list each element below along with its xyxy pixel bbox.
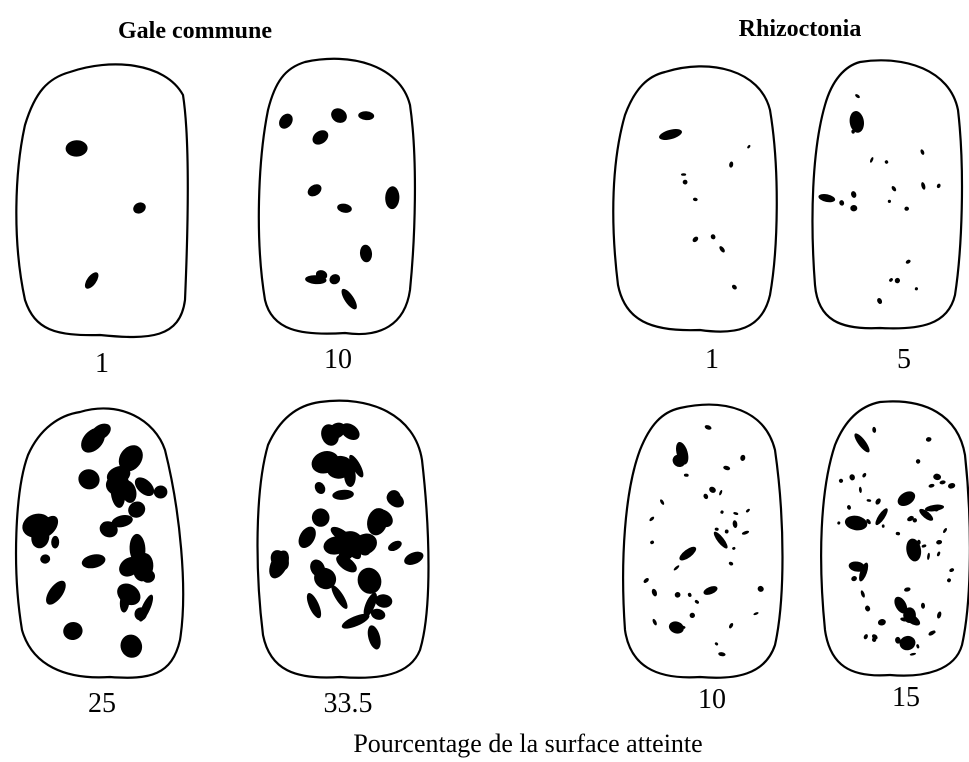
title-gale-commune: Gale commune — [118, 18, 272, 44]
lesion-spot — [681, 173, 686, 176]
label-gale-10: 10 — [324, 344, 352, 375]
lesion-spot — [903, 607, 916, 623]
title-rhizoctonia: Rhizoctonia — [739, 16, 862, 42]
label-rhizoctonia-15: 15 — [892, 682, 920, 713]
tuber-gale-33-5 — [258, 401, 429, 678]
label-gale-25: 25 — [88, 688, 116, 719]
label-gale-33-5: 33.5 — [324, 688, 373, 719]
tuber-gale-25 — [16, 408, 183, 677]
label-rhizoctonia-1: 1 — [705, 344, 719, 375]
label-rhizoctonia-5: 5 — [897, 344, 911, 375]
tuber-gale-1 — [16, 64, 187, 337]
label-gale-1: 1 — [95, 348, 109, 379]
label-rhizoctonia-10: 10 — [698, 684, 726, 715]
tuber-rhizoctonia-5 — [812, 60, 962, 328]
caption: Pourcentage de la surface atteinte — [353, 729, 702, 758]
tuber-rhizoctonia-1 — [613, 66, 777, 331]
tuber-rhizoctonia-10 — [623, 405, 782, 678]
tuber-rhizoctonia-15 — [821, 401, 969, 675]
tuber-gale-10 — [259, 59, 415, 334]
